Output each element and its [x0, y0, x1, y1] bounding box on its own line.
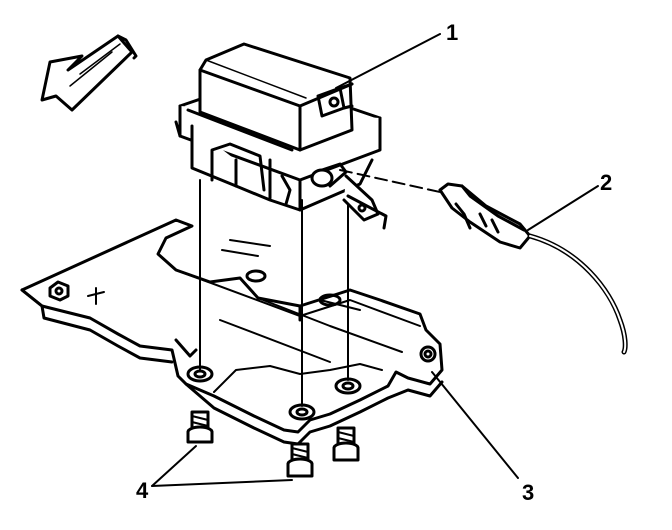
callout-3: 3 [522, 480, 535, 505]
connector-alignment-line [339, 169, 441, 193]
bolt-left [186, 410, 214, 444]
alignment-lines [199, 179, 349, 407]
callout-4: 4 [136, 478, 149, 503]
bolt-center [286, 442, 314, 478]
mounting-bracket [20, 218, 444, 446]
bolt-right [332, 426, 360, 462]
leader-1 [335, 33, 441, 89]
direction-arrow-icon [40, 34, 138, 112]
leader-3 [431, 371, 519, 479]
mounting-bolts [186, 410, 360, 478]
callout-1: 1 [446, 20, 459, 45]
leader-2 [527, 185, 599, 231]
leader-4b [151, 479, 293, 487]
sensor-module [174, 42, 388, 230]
callout-leaders [151, 33, 599, 487]
leader-4a [151, 445, 197, 487]
harness-connector [438, 182, 628, 355]
callout-2: 2 [600, 170, 613, 195]
